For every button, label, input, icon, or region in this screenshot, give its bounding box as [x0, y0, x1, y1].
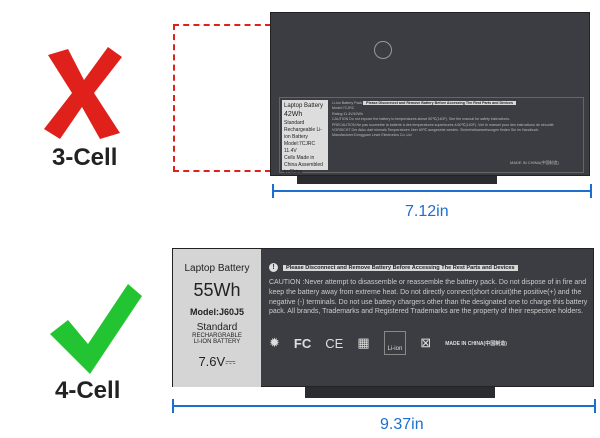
label-type-2: LI-ION BATTERY [193, 339, 241, 345]
weee-bin-icon: ⊠ [420, 335, 432, 351]
logo-icon [374, 41, 392, 59]
made-in-text: MADE IN CHINA(中国制造) [510, 160, 559, 165]
made-in-text: MADE IN CHINA(中国制造) [445, 340, 507, 347]
vorsicht-text: VORSICHT Der Akku darf niemals Temperatu… [332, 127, 540, 132]
width-dimension-label: 9.37in [380, 416, 424, 433]
ce-icon: CE [325, 335, 344, 351]
warning-icon: ! [269, 263, 278, 272]
battery-connector [297, 176, 497, 184]
cell-count-label: 4-Cell [55, 377, 121, 404]
label-model: Model:7CJRC [284, 141, 316, 148]
battery-connector [305, 387, 495, 398]
caution-text: CAUTION Do not expose the battery to tem… [332, 117, 511, 122]
label-voltage: 7.6V⎓ [198, 354, 236, 369]
cell-count-label: 3-Cell [52, 144, 118, 171]
caution-text: CAUTION :Never attempt to disassemble or… [269, 279, 588, 316]
label-standard: Standard [196, 322, 238, 333]
precaution-text: PRECAUTION Ne pas soumettre la batterie … [332, 122, 555, 127]
label-title: Laptop Battery [284, 103, 324, 109]
width-dimension-line [172, 405, 596, 407]
label-capacity: 42Wh [284, 111, 303, 119]
battery-label: Laptop Battery 42Wh Standard Rechargeabl… [279, 97, 584, 176]
pack-text: Li-ion Battery Pack [332, 101, 363, 105]
x-icon [44, 47, 122, 139]
battery-4cell: Laptop Battery 55Wh Model:J60J5 Standard… [172, 248, 594, 387]
label-capacity: 55Wh [193, 280, 241, 300]
label-title: Laptop Battery [184, 263, 250, 274]
width-dimension-line [272, 190, 592, 192]
manufacturer-text: Manufacturer:Dongguan Lewe Electronics C… [332, 133, 412, 138]
check-icon [50, 284, 142, 374]
warning-banner: Please Disconnect and Remove Battery Bef… [363, 101, 517, 105]
label-type: Standard Rechargeable Li-ion Battery [284, 120, 323, 141]
missing-cell-outline [173, 24, 271, 172]
flammable-icon: ✹ [269, 335, 280, 351]
rating-line: Rating:11.4V/42Wh [332, 111, 363, 116]
label-model: Model:J60J5 [189, 307, 245, 317]
label-voltage: 11.4V [284, 148, 297, 155]
battery-label-side: Laptop Battery 55Wh Model:J60J5 Standard… [173, 249, 261, 387]
certification-icon: ▦ [357, 335, 370, 351]
label-origin: Cells Made in China Assembled in China [284, 155, 323, 176]
model-line: Model:7CJRC [332, 106, 355, 111]
battery-3cell: Laptop Battery 42Wh Standard Rechargeabl… [270, 12, 590, 176]
label-type: RECHARGRABLE [192, 333, 242, 339]
width-dimension-label: 7.12in [405, 203, 449, 220]
warning-banner: Please Disconnect and Remove Battery Bef… [283, 264, 518, 271]
fc-icon: FC [293, 335, 312, 351]
recycle-liion-icon: Li-ion [383, 331, 407, 356]
